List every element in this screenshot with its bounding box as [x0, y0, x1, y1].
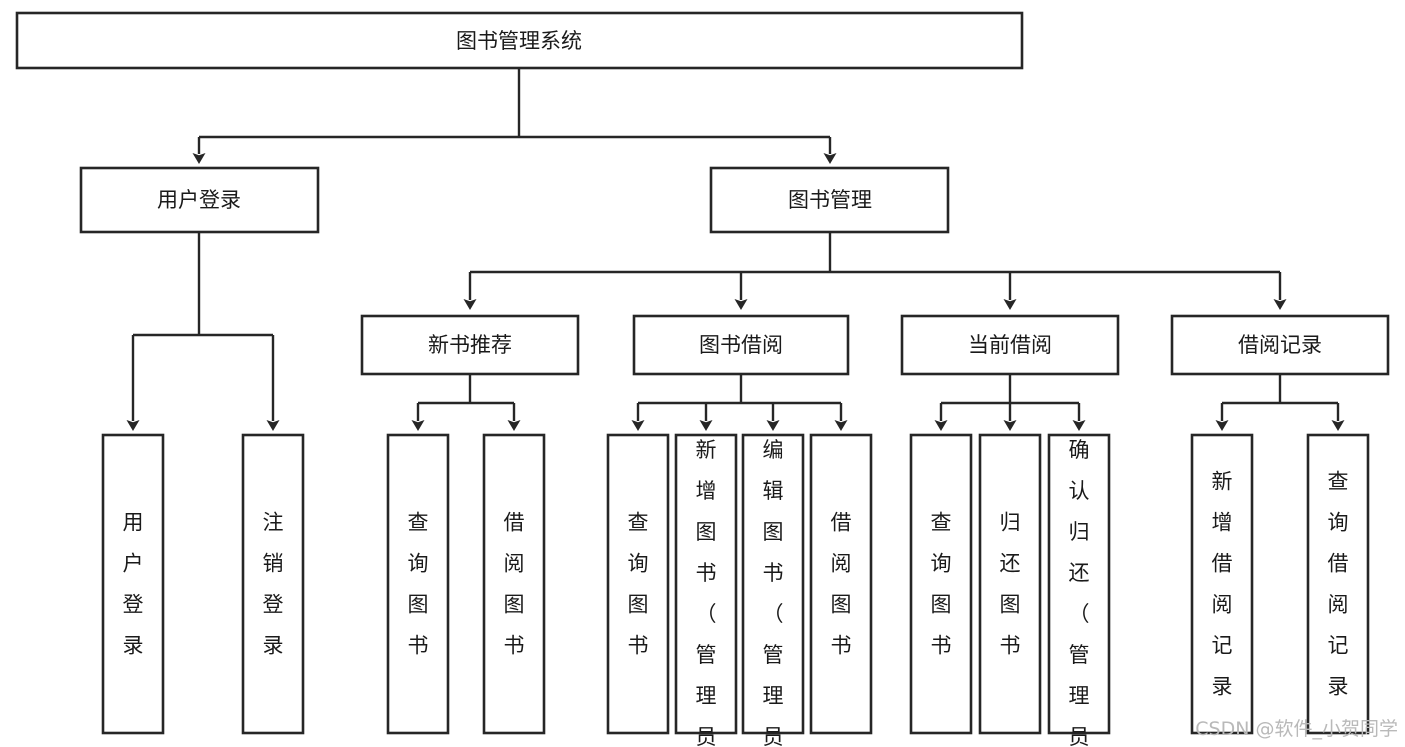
node-user-login[interactable]: 用户登录	[79, 166, 320, 234]
node-leaf-confirm-return-admin[interactable]: 确认归还（管理员）	[1047, 433, 1111, 747]
connector-layer	[126, 68, 1345, 431]
node-leaf-add-borrow-record[interactable]: 新增借阅记录	[1190, 433, 1254, 735]
node-leaf-add-book-admin-box	[674, 433, 738, 735]
node-leaf-add-borrow-record-label: 新增借阅记录	[1212, 470, 1233, 699]
node-leaf-edit-book-admin[interactable]: 编辑图书（管理员）	[741, 433, 805, 747]
node-user-login-box	[79, 166, 320, 234]
node-leaf-borrow-book-2-label: 借阅图书	[831, 511, 852, 658]
node-leaf-borrow-book-1-box	[482, 433, 546, 735]
node-borrow-record-label: 借阅记录	[1238, 333, 1322, 357]
node-leaf-query-book-1-label: 查询图书	[408, 511, 429, 658]
csdn-watermark: CSDN @软件_小贺同学	[1195, 718, 1398, 740]
node-leaf-query-book-3[interactable]: 查询图书	[909, 433, 973, 735]
node-leaf-query-book-2-label: 查询图书	[628, 511, 649, 658]
node-root-label: 图书管理系统	[456, 29, 582, 53]
node-current-borrow-label: 当前借阅	[968, 333, 1052, 357]
node-leaf-add-borrow-record-box	[1190, 433, 1254, 735]
node-book-manage[interactable]: 图书管理	[709, 166, 950, 234]
node-leaf-query-borrow-record[interactable]: 查询借阅记录	[1306, 433, 1370, 735]
node-user-login-label: 用户登录	[157, 188, 241, 212]
node-leaf-user-login-box	[101, 433, 165, 735]
node-leaf-borrow-book-2[interactable]: 借阅图书	[809, 433, 873, 735]
node-leaf-logout-login-label: 注销登录	[263, 511, 284, 658]
node-leaf-borrow-book-1[interactable]: 借阅图书	[482, 433, 546, 735]
node-leaf-return-book-label: 归还图书	[1000, 511, 1021, 658]
node-leaf-logout-login-box	[241, 433, 305, 735]
node-root-box	[15, 11, 1024, 70]
node-root[interactable]: 图书管理系统	[15, 11, 1024, 70]
node-new-book-recommend-label: 新书推荐	[428, 333, 512, 357]
node-borrow-record-box	[1170, 314, 1390, 376]
node-new-book-recommend[interactable]: 新书推荐	[360, 314, 580, 376]
node-leaf-query-book-1[interactable]: 查询图书	[386, 433, 450, 735]
node-leaf-add-book-admin[interactable]: 新增图书（管理员）	[674, 433, 738, 747]
node-book-manage-label: 图书管理	[788, 188, 872, 212]
node-leaf-return-book-box	[978, 433, 1042, 735]
node-new-book-recommend-box	[360, 314, 580, 376]
node-current-borrow-box	[900, 314, 1120, 376]
node-leaf-borrow-book-2-box	[809, 433, 873, 735]
node-leaf-edit-book-admin-label: 编辑图书（管理员）	[763, 438, 784, 747]
node-leaf-confirm-return-admin-label: 确认归还（管理员）	[1069, 438, 1090, 747]
node-leaf-query-borrow-record-box	[1306, 433, 1370, 735]
node-leaf-user-login[interactable]: 用户登录	[101, 433, 165, 735]
node-leaf-user-login-label: 用户登录	[123, 511, 144, 658]
node-leaf-query-book-1-box	[386, 433, 450, 735]
node-leaf-return-book[interactable]: 归还图书	[978, 433, 1042, 735]
node-leaf-query-book-2-box	[606, 433, 670, 735]
node-book-manage-box	[709, 166, 950, 234]
node-book-borrow[interactable]: 图书借阅	[632, 314, 850, 376]
node-leaf-edit-book-admin-box	[741, 433, 805, 735]
node-leaf-query-borrow-record-label: 查询借阅记录	[1328, 470, 1349, 699]
node-leaf-query-book-3-label: 查询图书	[931, 511, 952, 658]
node-book-borrow-box	[632, 314, 850, 376]
node-leaf-add-book-admin-label: 新增图书（管理员）	[696, 438, 717, 747]
node-leaf-query-book-3-box	[909, 433, 973, 735]
node-leaf-query-book-2[interactable]: 查询图书	[606, 433, 670, 735]
node-leaf-confirm-return-admin-box	[1047, 433, 1111, 735]
node-leaf-logout-login[interactable]: 注销登录	[241, 433, 305, 735]
node-current-borrow[interactable]: 当前借阅	[900, 314, 1120, 376]
node-borrow-record[interactable]: 借阅记录	[1170, 314, 1390, 376]
node-leaf-borrow-book-1-label: 借阅图书	[504, 511, 525, 658]
node-book-borrow-label: 图书借阅	[699, 333, 783, 357]
